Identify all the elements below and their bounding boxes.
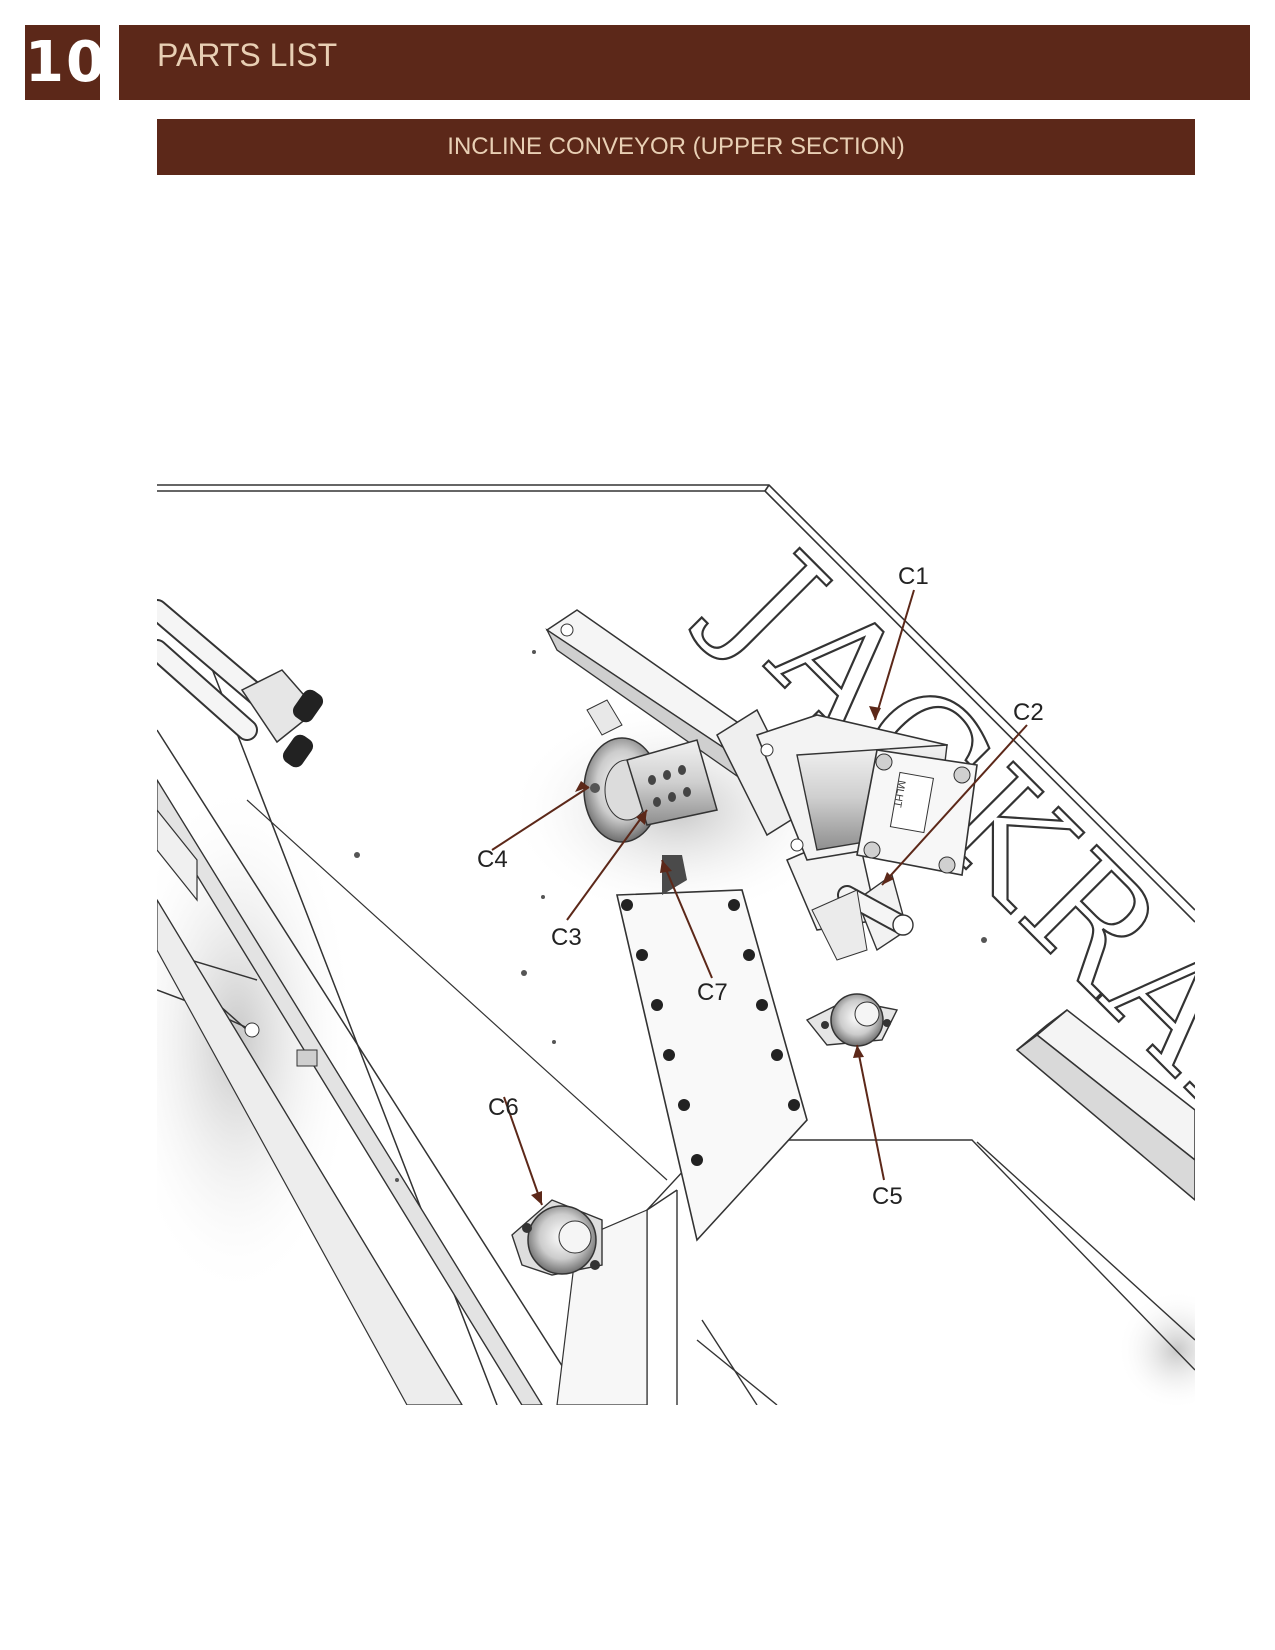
- leader-lines: [491, 589, 1028, 1206]
- rail-plate: [157, 809, 198, 902]
- callout-c3: C3: [551, 924, 582, 951]
- callout-c6: C6: [488, 1094, 519, 1121]
- callout-c7: C7: [697, 979, 728, 1006]
- parts-diagram-svg: JACKRABBIT: [157, 480, 1195, 1405]
- hydraulic-motor-c1: MLHT: [755, 714, 978, 876]
- section-title: INCLINE CONVEYOR (UPPER SECTION): [447, 133, 905, 160]
- flange-bearing-c5: [805, 993, 899, 1047]
- parts-diagram: JACKRABBIT: [157, 480, 1195, 1405]
- page-number: 10: [25, 25, 105, 100]
- side-rail-face: [157, 898, 463, 1405]
- shadow: [1117, 1290, 1195, 1405]
- panel-seam: [246, 799, 668, 1181]
- section-bar: INCLINE CONVEYOR (UPPER SECTION): [157, 119, 1195, 175]
- side-rail-face: [157, 778, 543, 1405]
- callout-c2: C2: [1013, 699, 1044, 726]
- panel-holes: [354, 650, 987, 1182]
- square-tube: [1015, 1009, 1195, 1201]
- rail-pin: [244, 1022, 260, 1038]
- flange-bearing-c6: [511, 1199, 603, 1276]
- drive-coupler-c3: [626, 739, 718, 826]
- leader-arrowheads: [531, 706, 894, 1205]
- callout-c4: C4: [477, 846, 508, 873]
- header-bar: PARTS LIST: [119, 25, 1250, 100]
- drive-bracket: [545, 609, 779, 792]
- callout-c5: C5: [872, 1183, 903, 1210]
- callout-c1: C1: [898, 563, 929, 590]
- hydraulic-tubes: [157, 599, 324, 768]
- page-title: PARTS LIST: [157, 37, 338, 73]
- scraper-blade: [662, 855, 687, 895]
- rail-bracket: [296, 1049, 318, 1067]
- frame-panel: [157, 484, 1195, 923]
- hydraulic-port-c2: [811, 873, 914, 961]
- motor-label: MLHT: [891, 779, 907, 808]
- bolt-plate: [616, 889, 808, 1242]
